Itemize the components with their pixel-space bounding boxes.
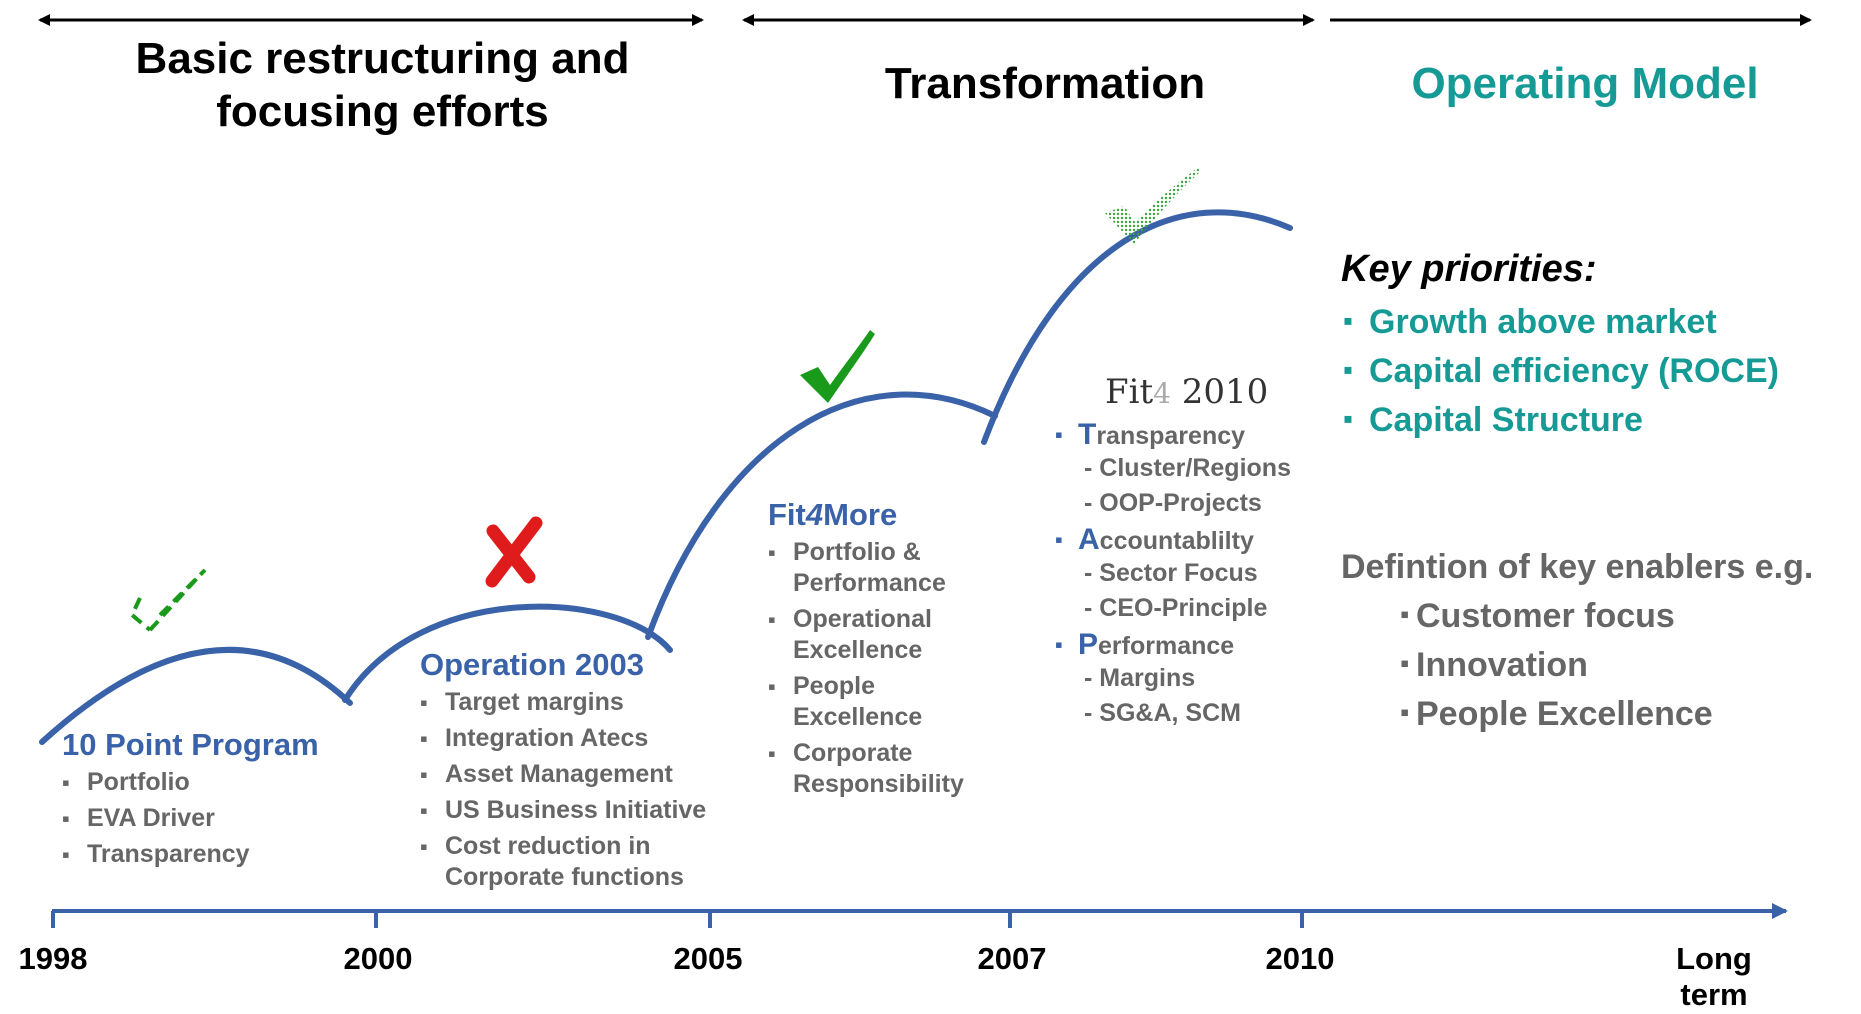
year-label-1998: 1998 [18, 941, 88, 976]
program-fit4more: Fit4More Portfolio & Performance Operati… [768, 497, 998, 805]
year-label-long-term: Long term [1676, 941, 1752, 1012]
list-item: Transparency [62, 839, 382, 870]
program-title: Fit4More [768, 497, 898, 532]
list-item: US Business Initiative [420, 795, 730, 826]
fit4-2010-logo: Fit4 2010 [1105, 372, 1269, 412]
program-10-point: 10 Point Program Portfolio EVA Driver Tr… [62, 727, 382, 875]
phase-title-basic: Basic restructuring and focusing efforts [135, 34, 630, 136]
program-items: Portfolio & Performance Operational Exce… [768, 537, 998, 800]
list-item: Integration Atecs [420, 723, 730, 754]
list-item: People Excellence [768, 671, 998, 733]
sub-item: - Sector Focus [1084, 559, 1258, 587]
year-label-2000: 2000 [343, 941, 413, 976]
year-label-2007: 2007 [977, 941, 1047, 976]
list-item: Cost reduction in Corporate functions [420, 831, 730, 893]
sub-item: - OOP-Projects [1084, 489, 1262, 517]
list-item: Asset Management [420, 759, 730, 790]
tap-item-performance: Performance [1055, 630, 1335, 661]
program-title: Operation 2003 [420, 647, 644, 682]
sub-item: - CEO-Principle [1084, 594, 1268, 622]
list-item: EVA Driver [62, 803, 382, 834]
program-title: 10 Point Program [62, 727, 319, 762]
enablers-list: Customer focus Innovation People Excelle… [1400, 590, 1713, 739]
key-priorities-list: Growth above market Capital efficiency (… [1343, 296, 1779, 445]
program-fit4-2010: Transparency - Cluster/Regions - OOP-Pro… [1055, 420, 1335, 731]
list-item: Capital efficiency (ROCE) [1343, 345, 1779, 396]
list-item: Corporate Responsibility [768, 738, 998, 800]
enablers-title: Defintion of key enablers e.g. [1341, 548, 1814, 586]
list-item: People Excellence [1400, 688, 1713, 739]
phase-title-transformation: Transformation [884, 59, 1206, 108]
list-item: Portfolio & Performance [768, 537, 998, 599]
list-item: Growth above market [1343, 296, 1779, 347]
list-item: Innovation [1400, 639, 1713, 690]
list-item: Operational Excellence [768, 604, 998, 666]
year-label-2010: 2010 [1265, 941, 1335, 976]
sub-item: - SG&A, SCM [1084, 699, 1241, 727]
sub-item: - Cluster/Regions [1084, 454, 1291, 482]
phase-title-operating-model: Operating Model [1411, 59, 1759, 108]
growth-curves [39, 209, 1293, 745]
list-item: Capital Structure [1343, 394, 1779, 445]
program-items: Portfolio EVA Driver Transparency [62, 767, 382, 870]
tap-item-accountability: Accountablilty [1055, 525, 1335, 556]
program-operation-2003: Operation 2003 Target margins Integratio… [420, 647, 730, 898]
partial-check-icon [129, 568, 207, 632]
year-label-2005: 2005 [673, 941, 743, 976]
cross-icon [485, 516, 543, 588]
sub-item: - Margins [1084, 664, 1196, 692]
program-items: Target margins Integration Atecs Asset M… [420, 687, 730, 893]
list-item: Customer focus [1400, 590, 1713, 641]
timeline-ticks [51, 911, 1304, 928]
list-item: Target margins [420, 687, 730, 718]
tap-item-transparency: Transparency [1055, 420, 1335, 451]
faded-check-icon [1105, 168, 1200, 244]
key-priorities-title: Key priorities: [1341, 248, 1597, 290]
check-icon [800, 330, 875, 403]
list-item: Portfolio [62, 767, 382, 798]
